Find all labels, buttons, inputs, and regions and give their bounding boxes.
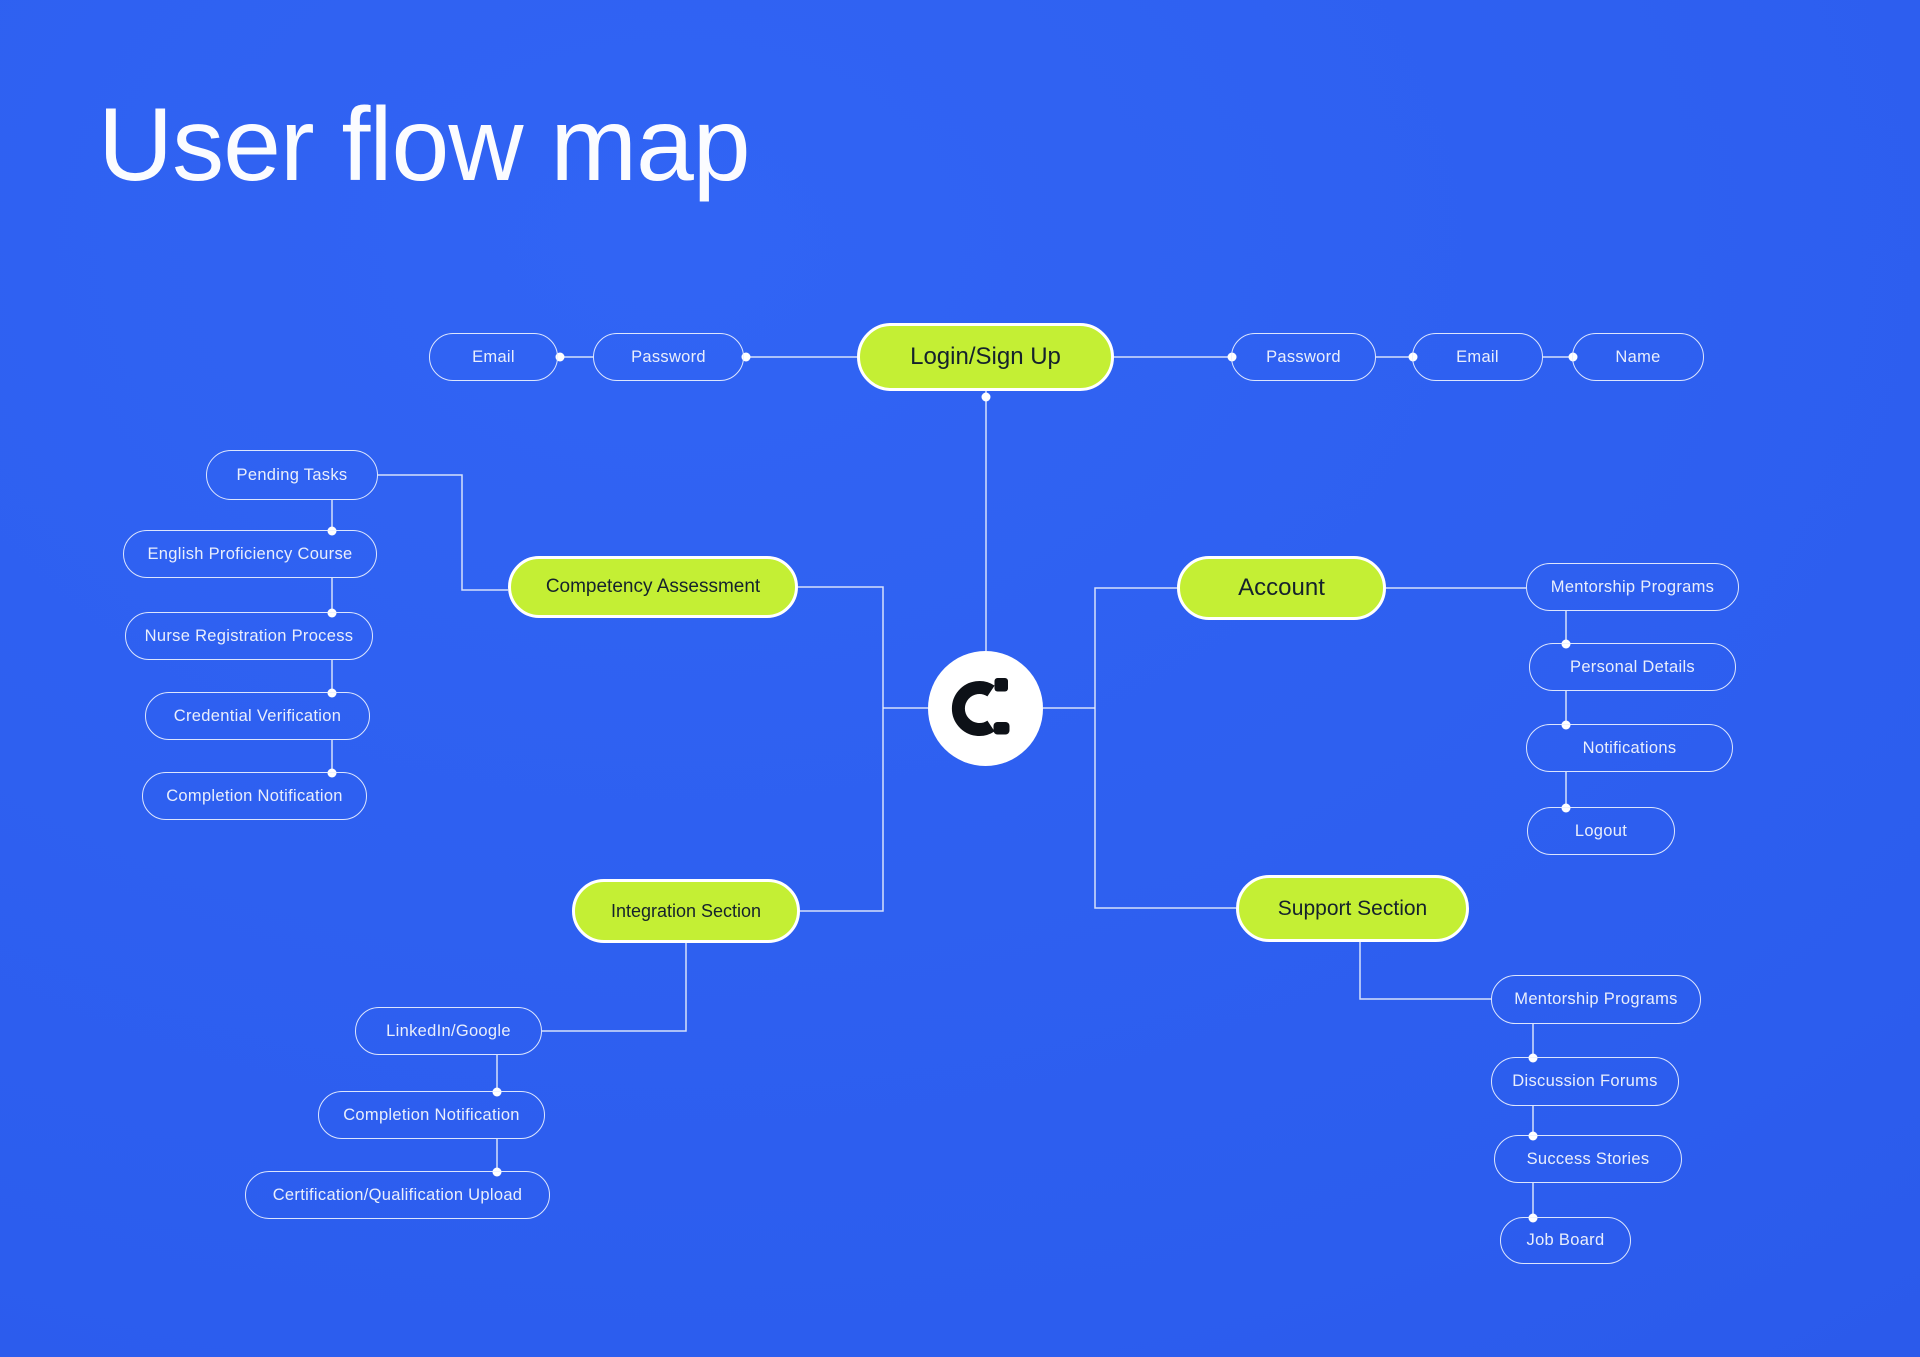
connector-paths [331,356,1572,1217]
node-notifications: Notifications [1526,724,1733,772]
center-logo [928,651,1043,766]
node-personal-details: Personal Details [1529,643,1736,691]
node-job-board: Job Board [1500,1217,1631,1264]
node-account: Account [1177,556,1386,620]
node-success-stories: Success Stories [1494,1135,1682,1183]
node-completion-notification-bottom: Completion Notification [318,1091,545,1139]
node-name: Name [1572,333,1704,381]
node-nurse-registration-process: Nurse Registration Process [125,612,373,660]
node-integration-section: Integration Section [572,879,800,943]
node-english-proficiency-course: English Proficiency Course [123,530,377,578]
node-password-right: Password [1231,333,1376,381]
node-logout: Logout [1527,807,1675,855]
page-title: User flow map [98,87,751,203]
node-mentorship-programs-support: Mentorship Programs [1491,975,1701,1024]
node-email-left: Email [429,333,558,381]
node-login-signup: Login/Sign Up [857,323,1114,391]
c-colon-logo-icon [928,651,1043,766]
node-certification-qualification-upload: Certification/Qualification Upload [245,1171,550,1219]
node-discussion-forums: Discussion Forums [1491,1057,1679,1106]
node-password-left: Password [593,333,744,381]
node-support-section: Support Section [1236,875,1469,942]
node-mentorship-programs-account: Mentorship Programs [1526,563,1739,611]
node-linkedin-google: LinkedIn/Google [355,1007,542,1055]
node-competency-assessment: Competency Assessment [508,556,798,618]
node-completion-notification-left: Completion Notification [142,772,367,820]
node-pending-tasks: Pending Tasks [206,450,378,500]
node-email-right: Email [1412,333,1543,381]
node-credential-verification: Credential Verification [145,692,370,740]
